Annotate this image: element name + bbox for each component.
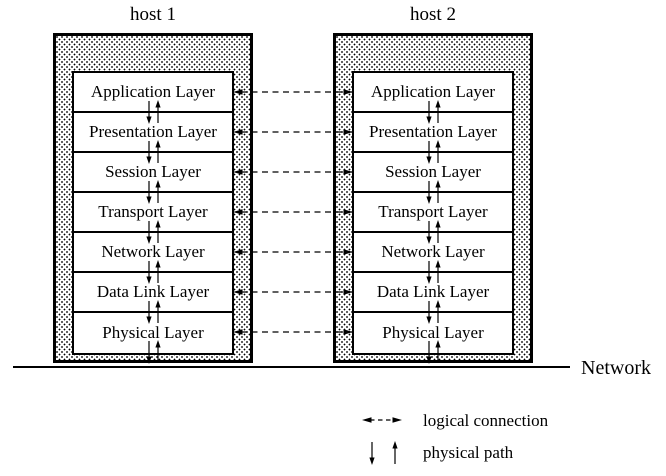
host2-title: host 2 bbox=[410, 4, 456, 25]
layer-row: Physical Layer bbox=[102, 323, 204, 342]
layer-row: Physical Layer bbox=[382, 323, 484, 342]
layer-row: Session Layer bbox=[74, 153, 232, 193]
physical-path-arrows bbox=[146, 180, 161, 204]
host2-layer-stack: Application Layer Presentation Layer Ses… bbox=[352, 71, 514, 355]
logical-connection-line bbox=[233, 129, 353, 135]
physical-path-arrows bbox=[146, 140, 161, 164]
physical-path-arrows bbox=[426, 300, 441, 324]
host1-layer-stack: Application Layer Presentation Layer Ses… bbox=[72, 71, 234, 355]
layer-row: Transport Layer bbox=[354, 193, 512, 233]
network-line bbox=[13, 366, 570, 368]
physical-path-label: physical path bbox=[423, 443, 514, 462]
physical-path-arrows bbox=[146, 100, 161, 124]
layer-row: Application Layer bbox=[354, 73, 512, 113]
logical-connection-line bbox=[233, 209, 353, 215]
logical-connection-line bbox=[233, 169, 353, 175]
layer-row: Transport Layer bbox=[74, 193, 232, 233]
physical-path-arrows bbox=[146, 260, 161, 284]
physical-path-arrows bbox=[426, 260, 441, 284]
layer-row: Presentation Layer bbox=[74, 113, 232, 153]
logical-connection-label: logical connection bbox=[423, 411, 549, 430]
network-label: Network bbox=[581, 357, 651, 379]
layer-row: Session Layer bbox=[354, 153, 512, 193]
physical-path-arrows bbox=[146, 340, 161, 364]
logical-connection-line bbox=[233, 249, 353, 255]
physical-path-arrows bbox=[146, 220, 161, 244]
layer-row: Data Link Layer bbox=[74, 273, 232, 313]
down-up-arrows-icon bbox=[369, 441, 398, 465]
layer-row: Presentation Layer bbox=[354, 113, 512, 153]
logical-connection-line bbox=[233, 289, 353, 295]
layer-row: Data Link Layer bbox=[354, 273, 512, 313]
logical-connection-line bbox=[233, 329, 353, 335]
layer-row: Network Layer bbox=[354, 233, 512, 273]
physical-path-arrows bbox=[426, 180, 441, 204]
physical-path-arrows bbox=[426, 140, 441, 164]
logical-connection-line bbox=[233, 89, 353, 95]
physical-path-arrows bbox=[426, 100, 441, 124]
physical-path-arrows bbox=[426, 340, 441, 364]
layer-row: Network Layer bbox=[74, 233, 232, 273]
physical-path-arrows bbox=[426, 220, 441, 244]
layer-row: Application Layer bbox=[74, 73, 232, 113]
physical-path-arrows bbox=[146, 300, 161, 324]
host1-title: host 1 bbox=[130, 4, 176, 25]
dashed-double-headed-arrow-icon bbox=[362, 417, 402, 423]
